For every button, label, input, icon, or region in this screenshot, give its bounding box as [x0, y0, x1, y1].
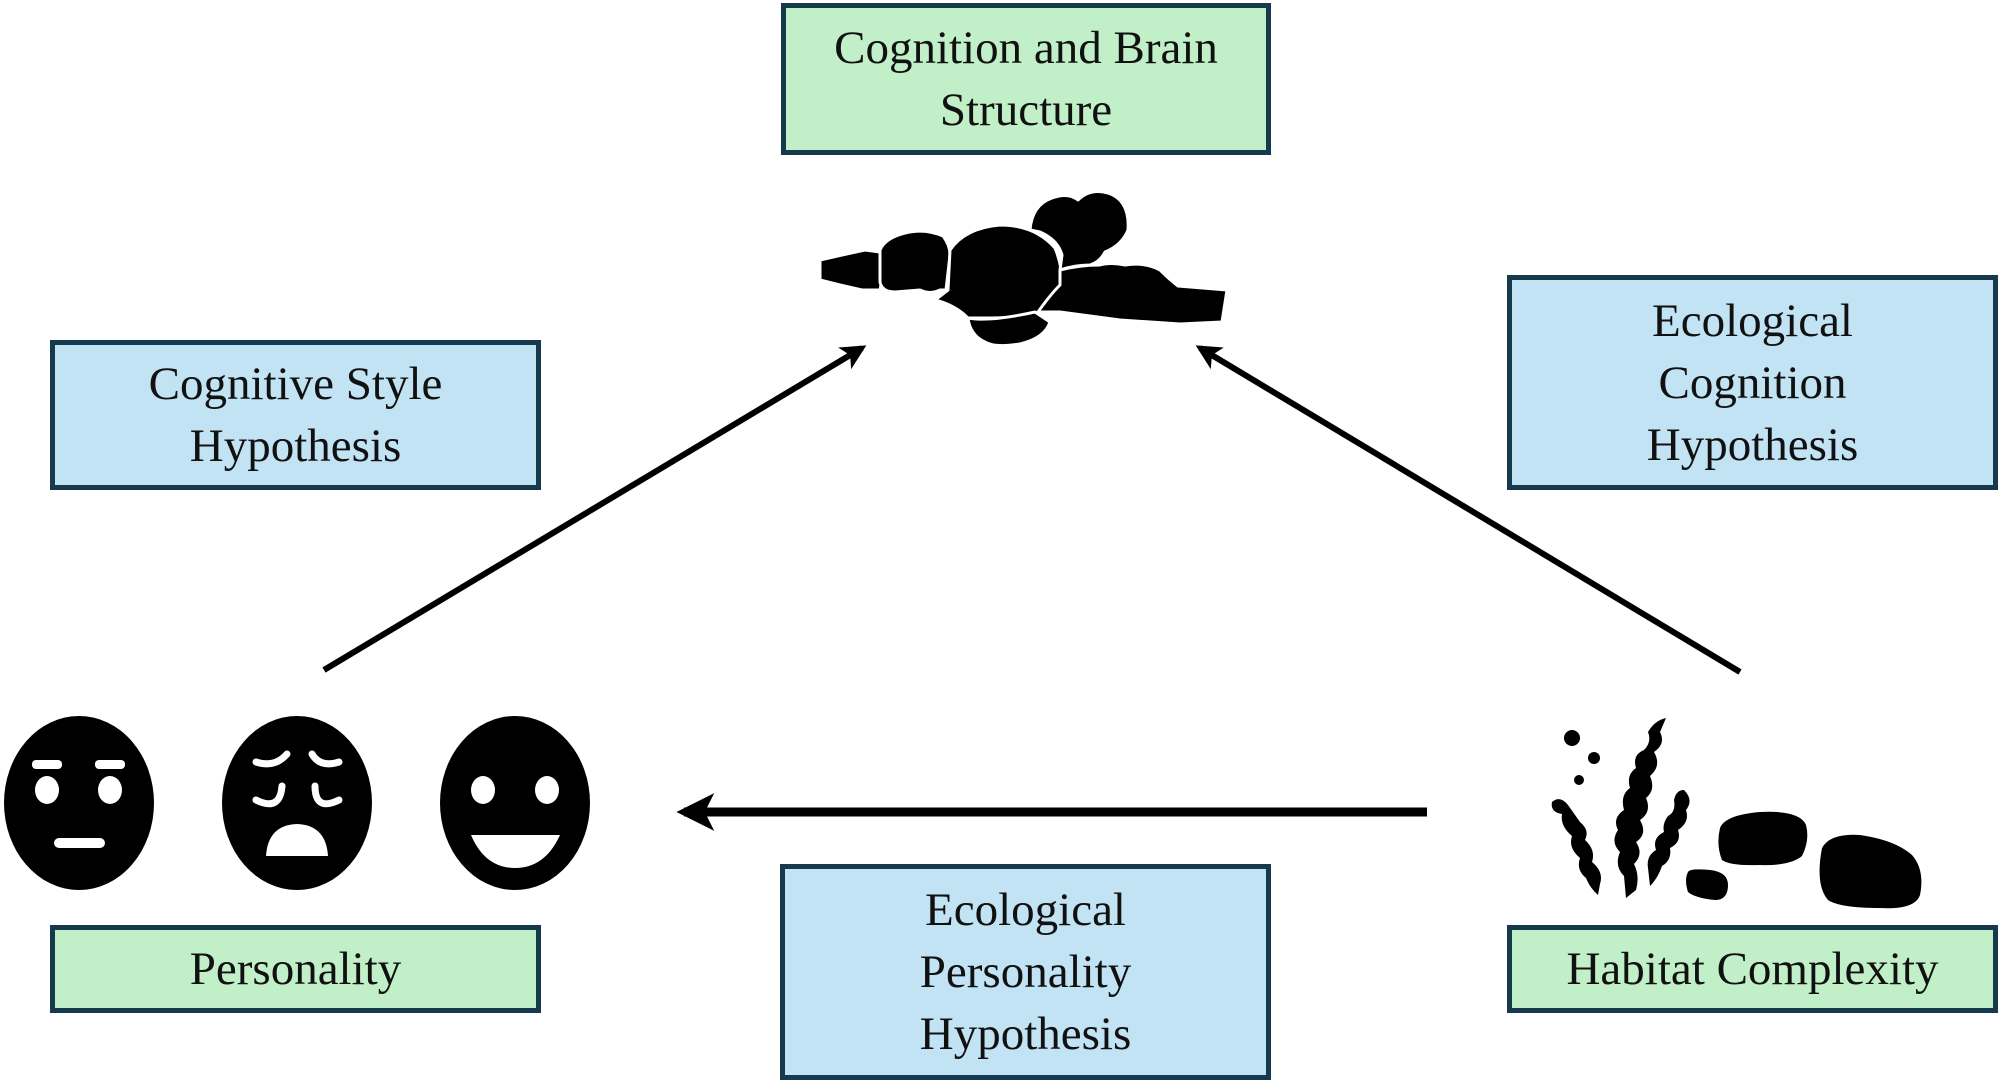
arrow-habitat-to-cognition: [1195, 345, 1742, 675]
hypothesis-label-line: Cognition: [1658, 356, 1847, 409]
arrow-personality-to-cognition: [322, 345, 867, 673]
node-habitat-complexity: Habitat Complexity: [1507, 925, 1998, 1013]
node-label-line: Habitat Complexity: [1566, 943, 1939, 995]
node-label-line: Cognition and Brain: [834, 22, 1218, 74]
neutral-face-icon: [4, 716, 154, 890]
node-cognition-brain-structure: Cognition and Brain Structure: [781, 3, 1271, 155]
hypothesis-cognitive-style: Cognitive Style Hypothesis: [50, 340, 541, 490]
hypothesis-label-line: Hypothesis: [189, 420, 402, 472]
hypothesis-label-line: Ecological: [925, 884, 1126, 936]
hypothesis-label-line: Hypothesis: [919, 1008, 1132, 1060]
hypothesis-label-line: Cognitive Style: [148, 358, 443, 410]
node-label-line: Personality: [189, 943, 402, 995]
hypothesis-label-line: Ecological: [1652, 294, 1853, 347]
hypothesis-ecological-personality: Ecological Personality Hypothesis: [780, 864, 1271, 1080]
happy-face-icon: [440, 716, 590, 890]
anxious-face-icon: [222, 716, 372, 890]
seaweed-rocks-icon: [1551, 718, 1922, 909]
hypothesis-label-line: Personality: [919, 946, 1132, 998]
node-label-line: Structure: [939, 84, 1113, 136]
hypothesis-ecological-cognition: Ecological Cognition Hypothesis: [1507, 275, 1998, 490]
node-personality: Personality: [50, 925, 541, 1013]
brain-icon: [818, 190, 1229, 348]
hypothesis-label-line: Hypothesis: [1646, 418, 1859, 471]
